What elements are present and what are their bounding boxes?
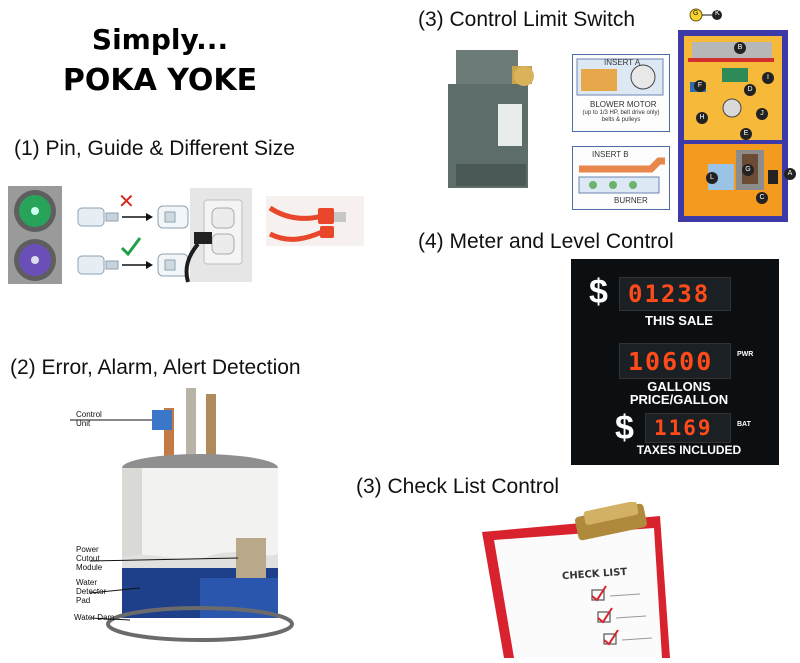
clipboard-image <box>464 501 670 658</box>
gallons-value: 10600 <box>628 347 714 376</box>
legend-letter-k: K <box>715 10 720 17</box>
error-alarm-heading: (2) Error, Alarm, Alert Detection <box>10 356 301 379</box>
furnace-key-f: F <box>694 80 706 92</box>
checklist-heading: (3) Check List Control <box>356 475 560 498</box>
limit-switch-image <box>440 44 546 194</box>
furnace-key-l: L <box>706 172 718 184</box>
firewire-cable-image <box>266 196 364 246</box>
furnace-key-h: H <box>696 112 708 124</box>
insert-b-title: INSERT B <box>592 150 629 159</box>
furnace-key-d: D <box>744 84 756 96</box>
label-control-unit: Control Unit <box>76 410 102 428</box>
sale-label: THIS SALE <box>645 313 713 328</box>
insert-a-caption: BLOWER MOTOR <box>590 100 657 109</box>
plug-orientation-diagram: ✕ <box>77 189 189 277</box>
sale-value: 01238 <box>628 280 711 308</box>
title-line-1: Simply... <box>91 23 229 56</box>
pin-guide-heading: (1) Pin, Guide & Different Size <box>14 137 295 160</box>
furnace-key-i: I <box>762 72 774 84</box>
legend-letter-g: G <box>693 10 699 17</box>
insert-b-diagram <box>572 146 670 210</box>
furnace-key-a: A <box>784 168 796 180</box>
insert-a-title: INSERT A <box>604 58 641 67</box>
price-value: 1169 <box>654 416 713 440</box>
label-water-dam: Water Dam <box>74 613 115 622</box>
furnace-key-b: B <box>734 42 746 54</box>
fuel-pump-display: $ 01238 THIS SALE 10600 PWR GALLONS PRIC… <box>571 259 779 465</box>
wall-outlet-image <box>184 188 252 283</box>
furnace-key-e: E <box>740 128 752 140</box>
furnace-diagram <box>678 30 788 222</box>
water-heater-image <box>60 388 320 654</box>
price-display-window: 1169 <box>645 413 731 443</box>
title-line-2: POKA YOKE <box>62 63 258 98</box>
ps2-ports-image <box>8 186 62 284</box>
insert-a-sub: (up to 1/3 HP, belt drive only) belts & … <box>582 110 660 123</box>
price-tag: BAT <box>737 421 751 428</box>
price-label: PRICE/GALLON <box>629 392 729 407</box>
pin-guide-images: ✕ <box>8 186 368 286</box>
gallons-display-window: 10600 <box>619 343 731 379</box>
meter-heading: (4) Meter and Level Control <box>418 230 674 253</box>
label-water-detector: Water Detector Pad <box>76 578 107 605</box>
legend-marker-icon <box>688 6 728 24</box>
limit-switch-heading: (3) Control Limit Switch <box>418 8 636 31</box>
gallons-tag: PWR <box>737 351 754 358</box>
sale-display-window: 01238 <box>619 277 731 311</box>
furnace-key-c: C <box>756 192 768 204</box>
dollar-sign-bottom: $ <box>615 409 634 447</box>
furnace-key-j: J <box>756 108 768 120</box>
furnace-key-g: G <box>742 164 754 176</box>
label-power-cutout: Power Cutout Module <box>76 545 103 572</box>
svg-text:✕: ✕ <box>118 189 135 213</box>
gallons-label: GALLONS <box>647 379 711 394</box>
taxes-label: TAXES INCLUDED <box>636 443 742 457</box>
insert-b-caption: BURNER <box>614 196 648 205</box>
dollar-sign-top: $ <box>589 273 608 311</box>
insert-a-diagram <box>572 54 670 132</box>
